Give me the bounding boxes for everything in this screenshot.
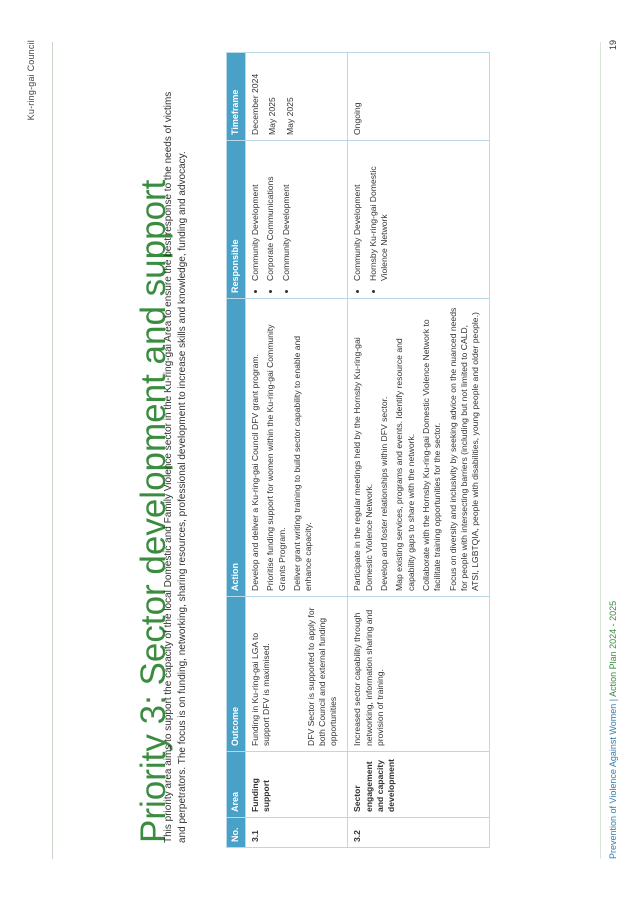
action-text: Participate in the regular meetings held… bbox=[352, 337, 374, 591]
row-area: Sector engagement and capacity developme… bbox=[347, 751, 490, 818]
header-timeframe: Timeframe bbox=[226, 52, 246, 141]
row-number: 3.1 bbox=[245, 817, 348, 848]
row-action: Participate in the regular meetings held… bbox=[347, 298, 490, 597]
footer-doc-name: Prevention of Violence Against Women bbox=[608, 703, 618, 859]
action-text: Collaborate with the Hornsby Ku-ring-gai… bbox=[420, 319, 443, 591]
outcome-text: Funding in Ku-ring-gai LGA to support DF… bbox=[250, 632, 272, 746]
timeframe-text: December 2024 bbox=[250, 73, 260, 135]
table-row: 3.2 Sector engagement and capacity devel… bbox=[347, 52, 490, 848]
footer-separator: | bbox=[608, 696, 618, 704]
responsible-item: Community Development bbox=[281, 146, 292, 281]
timeframe-text: May 2025 bbox=[267, 97, 278, 135]
row-action: Develop and deliver a Ku-ring-gai Counci… bbox=[245, 298, 348, 597]
row-responsible: Community Development Corporate Communic… bbox=[245, 140, 348, 299]
timeframe-text: Ongoing bbox=[352, 102, 363, 136]
responsible-item: Corporate Communications bbox=[265, 146, 276, 281]
table-row: 3.1 Funding support Funding in Ku-ring-g… bbox=[245, 52, 348, 848]
action-text: Prioritise funding support for women wit… bbox=[265, 324, 287, 591]
row-responsible: Community Development Hornsby Ku-ring-ga… bbox=[347, 140, 490, 299]
table-header-row: No. Area Outcome Action Responsible Time… bbox=[226, 52, 246, 848]
action-text: Focus on diversity and inclusivity by se… bbox=[447, 307, 481, 591]
action-text: Develop and foster relationships within … bbox=[379, 396, 390, 591]
header-outcome: Outcome bbox=[226, 596, 246, 752]
row-outcome: Increased sector capability through netw… bbox=[347, 596, 490, 752]
footer-plan-name: Action Plan 2024 - 2025 bbox=[608, 600, 618, 697]
header-action: Action bbox=[226, 298, 246, 597]
action-text: Deliver grant writing training to build … bbox=[291, 335, 314, 591]
row-timeframe: Ongoing bbox=[347, 52, 490, 141]
outcome-text: DFV Sector is supported to apply for bot… bbox=[305, 607, 339, 746]
outcome-text: Increased sector capability through netw… bbox=[352, 609, 386, 746]
header-divider bbox=[52, 42, 53, 859]
council-name: Ku-ring-gai Council bbox=[26, 40, 36, 121]
row-timeframe: December 2024 May 2025 May 2025 bbox=[245, 52, 348, 141]
responsible-item: Community Development bbox=[250, 146, 261, 281]
action-table: No. Area Outcome Action Responsible Time… bbox=[226, 52, 490, 848]
action-text: Develop and deliver a Ku-ring-gai Counci… bbox=[250, 354, 260, 591]
row-area: Funding support bbox=[245, 751, 348, 818]
footer-document-title: Prevention of Violence Against Women | A… bbox=[608, 601, 618, 859]
responsible-item: Community Development bbox=[352, 146, 363, 281]
header-area: Area bbox=[226, 751, 246, 818]
row-outcome: Funding in Ku-ring-gai LGA to support DF… bbox=[245, 596, 348, 752]
row-number: 3.2 bbox=[347, 817, 490, 848]
timeframe-text: May 2025 bbox=[284, 97, 295, 135]
action-text: Map existing services, programs and even… bbox=[394, 338, 416, 591]
page-number: 19 bbox=[608, 40, 618, 51]
header-no: No. bbox=[226, 817, 246, 848]
header-responsible: Responsible bbox=[226, 140, 246, 299]
footer-divider bbox=[600, 42, 601, 859]
intro-paragraph: This priority area aims to support the c… bbox=[163, 91, 188, 843]
responsible-item: Hornsby Ku-ring-gai Domestic Violence Ne… bbox=[368, 146, 391, 281]
